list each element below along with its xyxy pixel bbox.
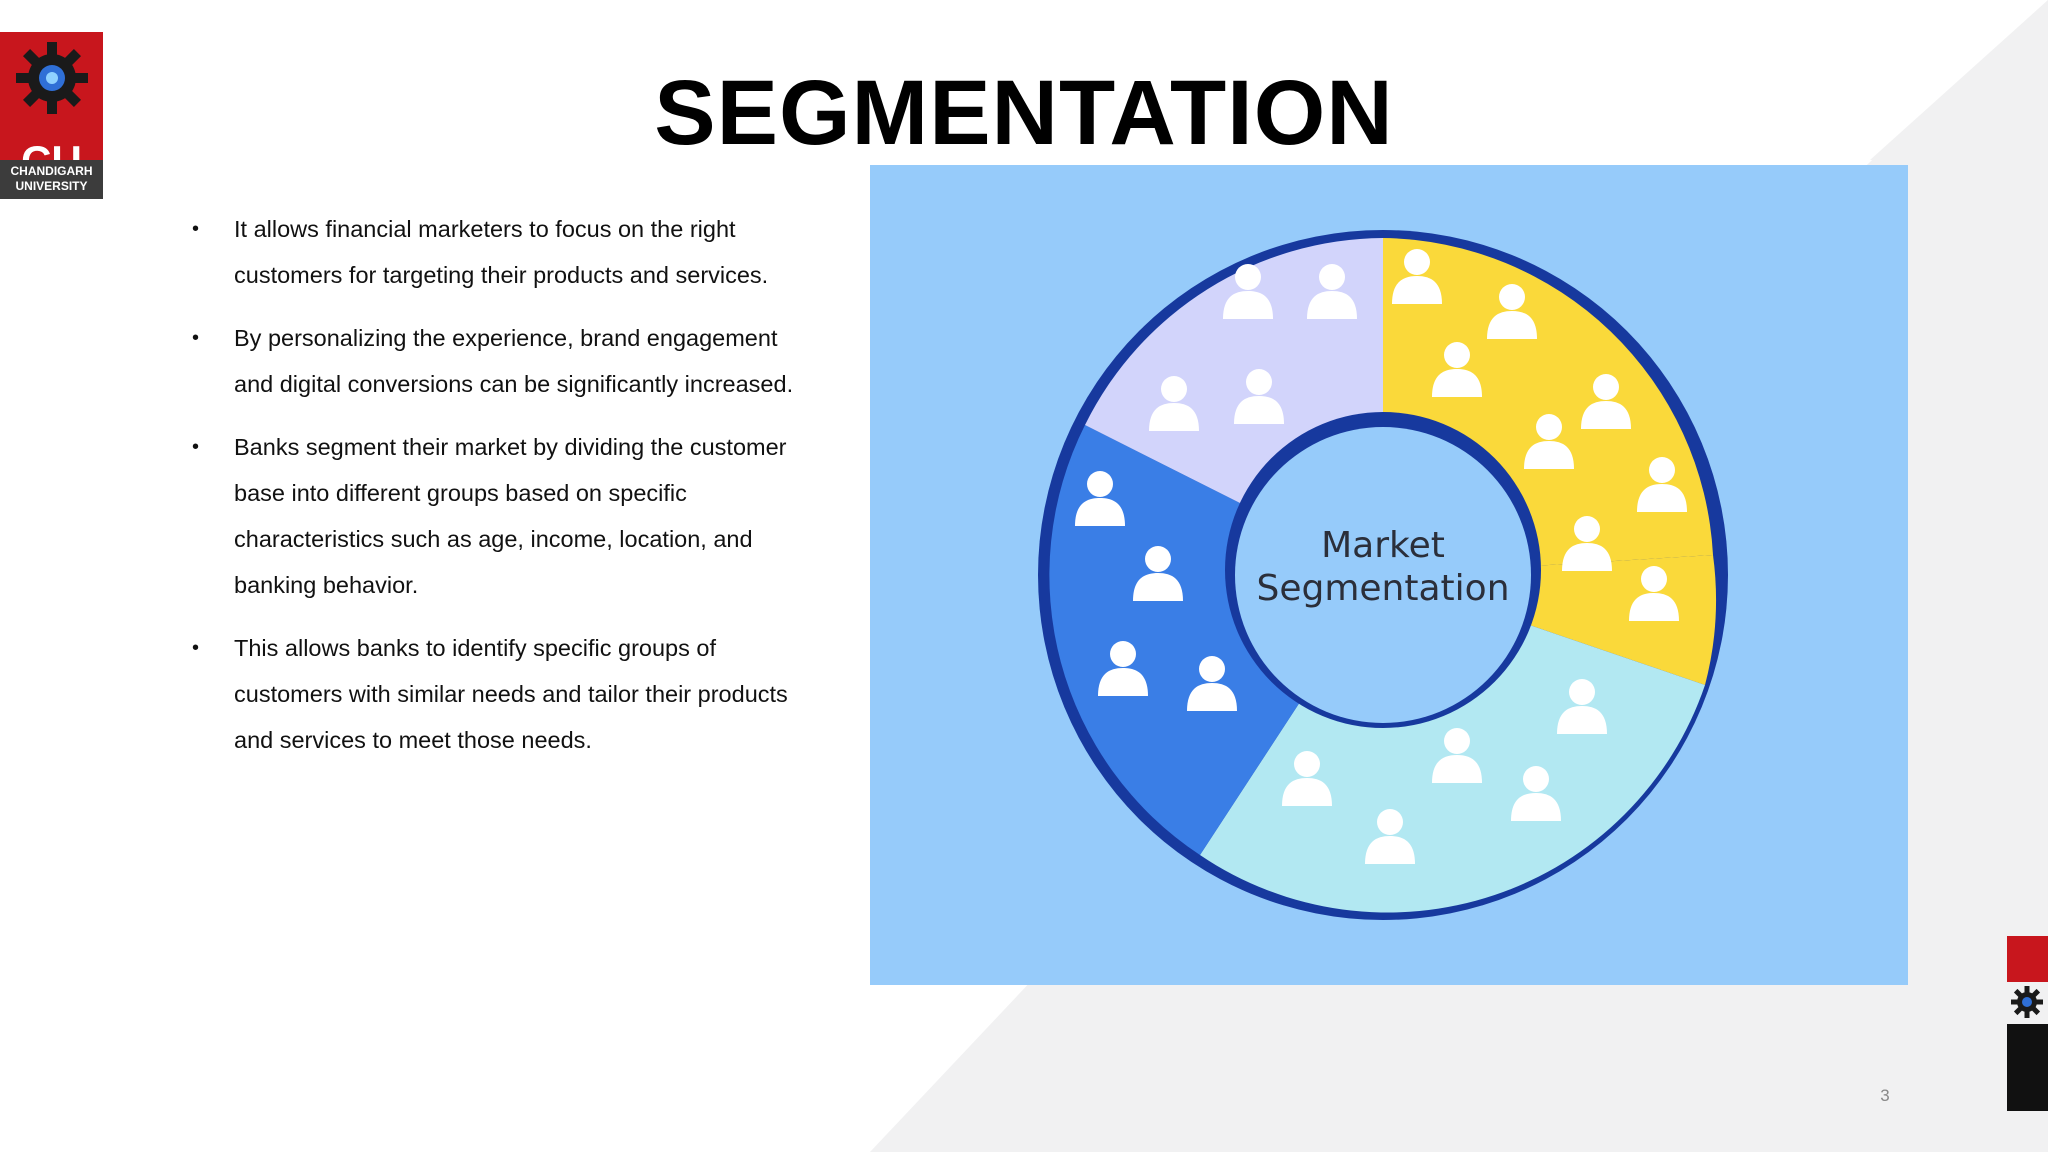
page-number: 3: [1880, 1086, 1890, 1105]
market-segmentation-illustration: Market Segmentation: [870, 165, 1908, 985]
bullet-item: • This allows banks to identify specific…: [178, 625, 818, 763]
side-accent-red: [2007, 936, 2048, 982]
bullet-text: Banks segment their market by dividing t…: [234, 434, 787, 598]
bullet-text: This allows banks to identify specific g…: [234, 635, 788, 753]
side-accent-black: [2007, 1024, 2048, 1111]
bullet-dot: •: [192, 218, 200, 240]
logo-name-text: CHANDIGARH UNIVERSITY: [0, 160, 103, 199]
gear-icon: [2011, 986, 2043, 1018]
bullet-item: • Banks segment their market by dividing …: [178, 424, 818, 608]
bullet-dot: •: [192, 436, 200, 458]
bullet-dot: •: [192, 327, 200, 349]
bullet-item: • By personalizing the experience, brand …: [178, 315, 818, 407]
bullet-list: • It allows financial marketers to focus …: [178, 206, 818, 780]
gear-emblem-icon: [16, 42, 88, 114]
bullet-item: • It allows financial marketers to focus …: [178, 206, 818, 298]
segment-blue: [1049, 425, 1383, 855]
slide-title: SEGMENTATION: [654, 62, 1394, 164]
logo-name-line1: CHANDIGARH: [10, 164, 93, 178]
logo-name-line2: UNIVERSITY: [15, 179, 88, 193]
segmentation-ring-graphic: Market Segmentation: [1038, 230, 1728, 920]
university-logo: CU CHANDIGARH UNIVERSITY: [0, 32, 103, 199]
bullet-text: By personalizing the experience, brand e…: [234, 325, 794, 397]
center-label-line1: Market: [1321, 525, 1445, 566]
bullet-dot: •: [192, 637, 200, 659]
bullet-text: It allows financial marketers to focus o…: [234, 216, 769, 288]
center-label-line2: Segmentation: [1256, 568, 1509, 609]
